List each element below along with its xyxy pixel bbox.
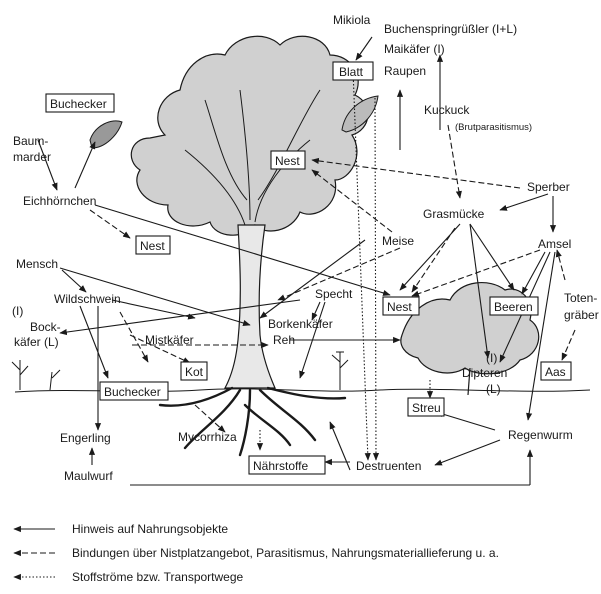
label-raupen: Raupen: [384, 64, 426, 78]
label-borkenkaefer: Borkenkäfer: [268, 317, 333, 331]
label-specht: Specht: [315, 287, 353, 301]
label-mistkaefer: Mistkäfer: [145, 333, 194, 347]
label-reh: Reh: [273, 333, 295, 347]
label-dipteren: Dipteren: [462, 366, 507, 380]
small-plant-left: [12, 360, 60, 390]
label-nest-tree: Nest: [275, 154, 300, 168]
small-plant-mid: [332, 352, 348, 390]
label-i-left: (I): [12, 304, 23, 318]
label-maikaefer: Maikäfer (I): [384, 42, 445, 56]
label-bockkaefer-2: käfer (L): [14, 335, 59, 349]
legend-label-solid: Hinweis auf Nahrungsobjekte: [72, 522, 228, 536]
roots: [160, 388, 345, 455]
label-meise: Meise: [382, 234, 414, 248]
label-blatt: Blatt: [339, 65, 364, 79]
label-buchecker-bottom: Buchecker: [104, 385, 161, 399]
legend-label-dashed: Bindungen über Nistplatzangebot, Parasit…: [72, 546, 499, 560]
label-mensch: Mensch: [16, 257, 58, 271]
label-regenwurm: Regenwurm: [508, 428, 573, 442]
label-nest-mid: Nest: [387, 300, 412, 314]
label-aas: Aas: [545, 365, 566, 379]
label-eichhoernchen: Eichhörnchen: [23, 194, 96, 208]
label-kuckuck: Kuckuck: [424, 103, 470, 117]
label-bockkaefer-1: Bock-: [30, 320, 61, 334]
label-maulwurf: Maulwurf: [64, 469, 113, 483]
label-brutparasitismus: (Brutparasitismus): [455, 122, 532, 133]
label-beeren: Beeren: [494, 300, 533, 314]
label-wildschwein: Wildschwein: [54, 292, 121, 306]
label-mikiola: Mikiola: [333, 13, 371, 27]
buchecker-nut-icon: [90, 121, 122, 148]
label-totengraeber-1: Toten-: [564, 291, 597, 305]
bush-right: [401, 283, 539, 374]
label-streu: Streu: [412, 401, 441, 415]
label-buchenspringruessler: Buchenspringrüßler (I+L): [384, 22, 517, 36]
label-naehrstoffe: Nährstoffe: [253, 459, 308, 473]
label-grasmuecke: Grasmücke: [423, 207, 485, 221]
label-l-dipteren: (L): [486, 382, 501, 396]
label-sperber: Sperber: [527, 180, 570, 194]
legend-label-dotted: Stoffströme bzw. Transportwege: [72, 570, 244, 584]
label-amsel: Amsel: [538, 237, 571, 251]
label-nest-left: Nest: [140, 239, 165, 253]
label-baummarder-2: marder: [13, 150, 51, 164]
label-mycorrhiza: Mycorrhiza: [178, 430, 237, 444]
label-totengraeber-2: gräber: [564, 308, 599, 322]
label-buchecker-top: Buchecker: [50, 97, 107, 111]
label-kot: Kot: [185, 365, 204, 379]
legend: Hinweis auf Nahrungsobjekte Bindungen üb…: [14, 522, 499, 584]
label-destruenten: Destruenten: [356, 459, 421, 473]
label-engerling: Engerling: [60, 431, 111, 445]
label-i-dipteren: (I): [486, 351, 497, 365]
label-baummarder-1: Baum-: [13, 134, 48, 148]
